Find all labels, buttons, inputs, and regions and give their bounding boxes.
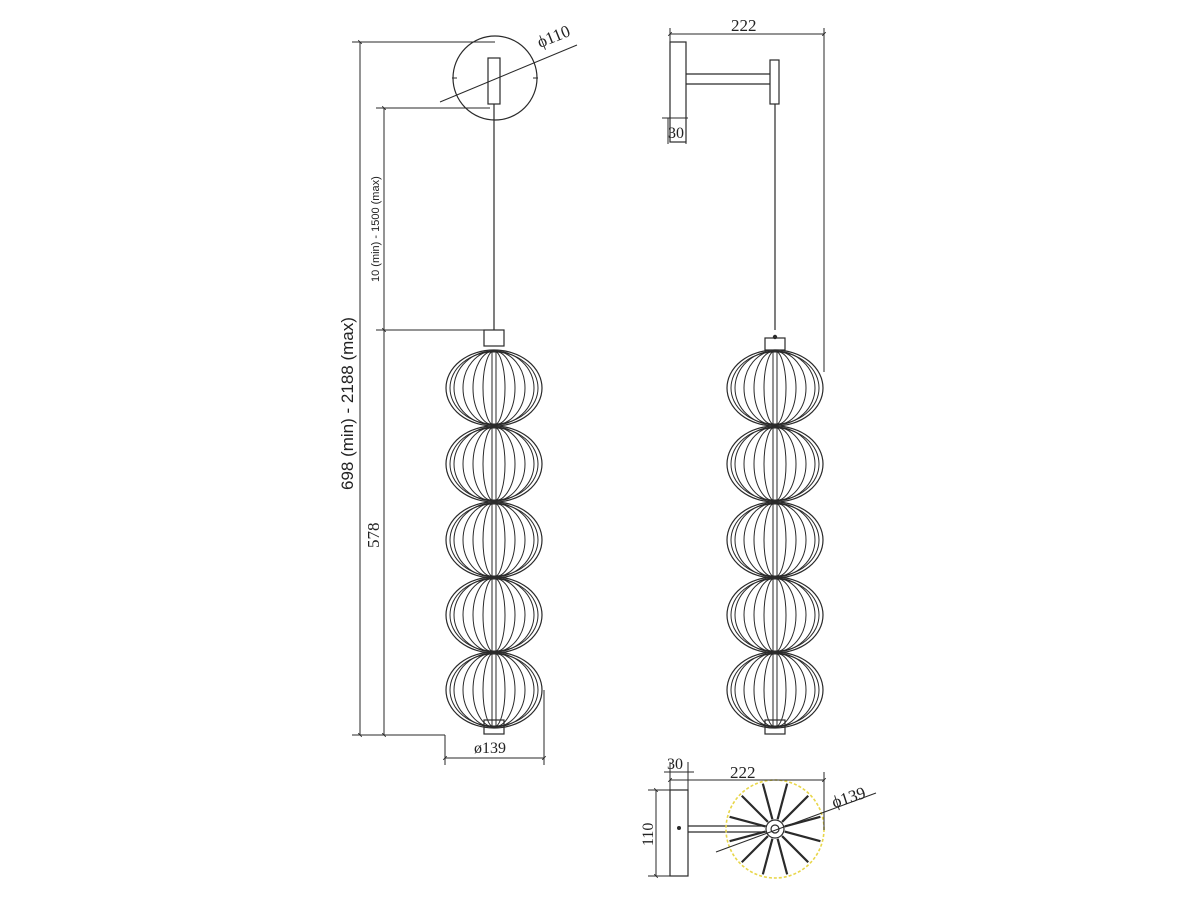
side-top-cap (764, 337, 786, 351)
total-height-label: 698 (min) - 2188 (max) (338, 317, 357, 490)
top-plate-depth-label: 30 (667, 756, 683, 773)
top-cap (483, 329, 505, 347)
top-shade-diameter-label: ϕ139 (829, 783, 868, 812)
side-projection-label: 222 (731, 16, 757, 35)
shade-spoke (776, 838, 789, 875)
globe-4 (445, 576, 543, 654)
shade-spokes (729, 783, 821, 875)
shade-spoke (729, 830, 766, 843)
globe-1 (445, 349, 543, 427)
shade-spoke (740, 835, 769, 864)
top-dimension-lines (648, 762, 877, 879)
globe-stack (445, 349, 543, 729)
shade-spoke (761, 838, 774, 875)
arm-holder (769, 59, 780, 105)
shade-spoke (729, 815, 766, 828)
top-projection-label: 222 (730, 763, 756, 782)
shade-spoke (776, 783, 789, 820)
shade-spoke (740, 794, 769, 823)
globe-4 (726, 576, 824, 654)
shade-outline (725, 779, 825, 879)
wall-plate (669, 41, 687, 143)
globe-5 (445, 651, 543, 729)
top-view: 30 222 110 ϕ139 (640, 756, 877, 879)
front-view: ϕ110 698 (min) - 2188 (max) 10 (min (338, 21, 578, 765)
top-plate-width-label: 110 (640, 823, 657, 846)
side-dimension-lines (662, 28, 827, 372)
canopy-diameter-label: ϕ110 (534, 21, 572, 51)
shade-spoke (781, 835, 810, 864)
side-globe-stack (726, 349, 824, 729)
globe-2 (445, 425, 543, 503)
globe-5 (726, 651, 824, 729)
globe-3 (726, 501, 824, 579)
side-plate-depth-label: 30 (668, 125, 684, 142)
side-view: 222 30 (662, 16, 827, 735)
globe-2 (726, 425, 824, 503)
shade-spoke (784, 830, 821, 843)
side-bottom-cap (764, 719, 786, 735)
dimension-lines (352, 39, 547, 765)
canopy (439, 35, 578, 121)
shade-spoke (761, 783, 774, 820)
globe-3 (445, 501, 543, 579)
shade-spoke (781, 794, 810, 823)
bottom-cap (483, 719, 505, 735)
globe-1 (726, 349, 824, 427)
body-diameter-label: ø139 (474, 740, 506, 757)
top-wall-plate (669, 789, 689, 877)
cable-length-label: 10 (min) - 1500 (max) (370, 176, 382, 282)
body-height-label: 578 (364, 523, 383, 549)
